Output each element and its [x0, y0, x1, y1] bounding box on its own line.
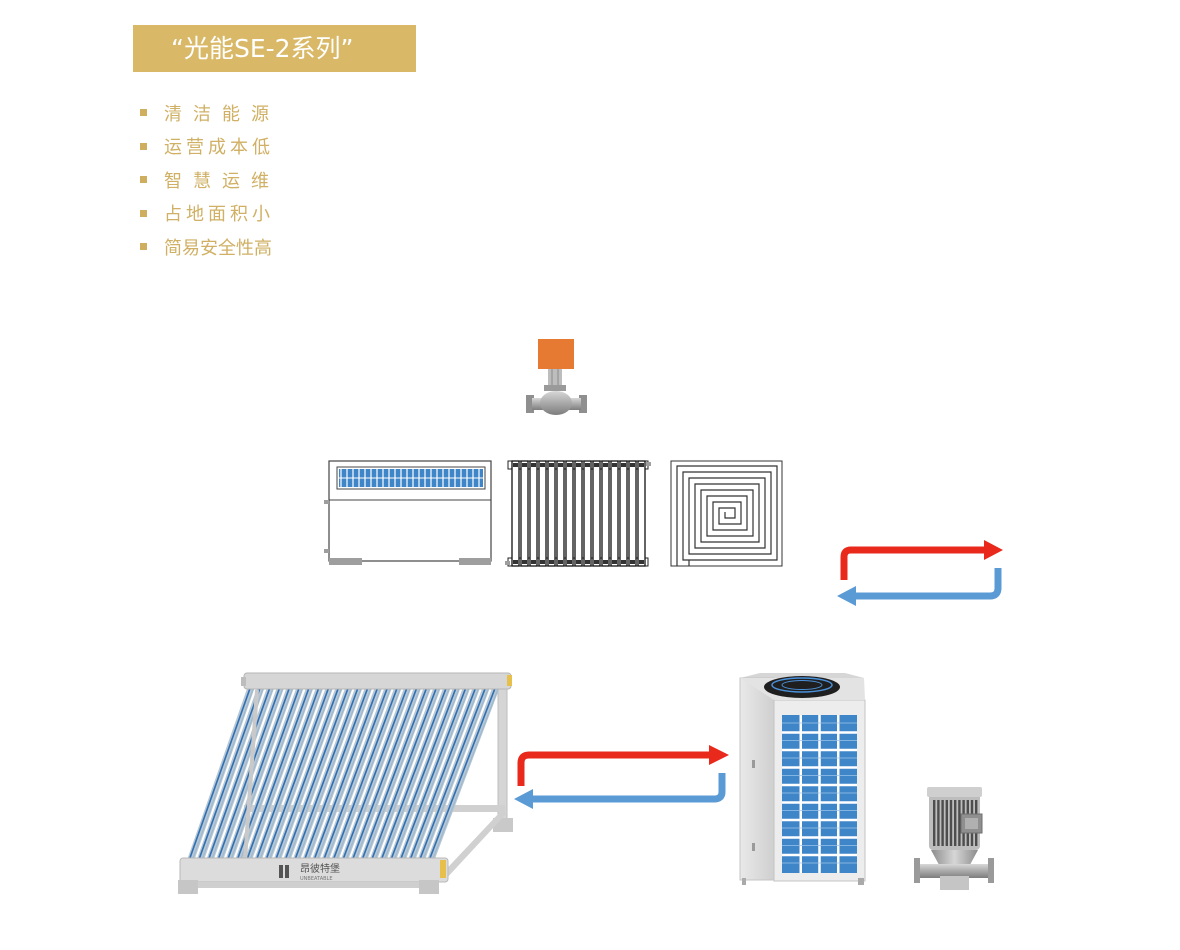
- feature-item: 清洁能源: [140, 96, 280, 130]
- feature-item: 简易安全性高: [140, 230, 280, 264]
- brand-logo: 昂彼特堡 UNBEATABLE: [279, 862, 340, 882]
- feature-text: 清洁能源: [164, 103, 280, 125]
- feature-text: 运营成本低: [164, 137, 274, 159]
- brand-subtitle: UNBEATABLE: [300, 876, 332, 882]
- feature-item: 智慧运维: [140, 163, 280, 197]
- series-title: “光能SE-2系列”: [133, 25, 416, 72]
- square-bullet-icon: [140, 243, 147, 251]
- circulation-pump-icon: [914, 787, 994, 890]
- feature-text: 占地面积小: [164, 204, 274, 226]
- feature-item: 占地面积小: [140, 197, 280, 231]
- brand-name: 昂彼特堡: [300, 862, 340, 875]
- square-bullet-icon: [140, 109, 147, 117]
- circulation-arrows-lower: [514, 745, 729, 809]
- floor-heating-coil-icon: [670, 460, 783, 567]
- feature-item: 运营成本低: [140, 130, 280, 164]
- air-source-heat-pump-icon: [739, 673, 866, 885]
- motorized-valve-icon: [526, 339, 587, 415]
- fan-coil-unit-icon: [324, 460, 492, 565]
- square-bullet-icon: [140, 142, 147, 150]
- feature-text: 简易安全性高: [164, 237, 272, 259]
- circulation-arrows-upper: [837, 540, 1003, 606]
- feature-text: 智慧运维: [164, 170, 280, 192]
- solar-vacuum-tube-collector-icon: 昂彼特堡 UNBEATABLE: [178, 672, 513, 894]
- feature-list: 清洁能源 运营成本低 智慧运维 占地面积小 简易安全性高: [140, 96, 280, 264]
- radiator-icon: [505, 460, 651, 567]
- square-bullet-icon: [140, 176, 147, 184]
- square-bullet-icon: [140, 209, 147, 217]
